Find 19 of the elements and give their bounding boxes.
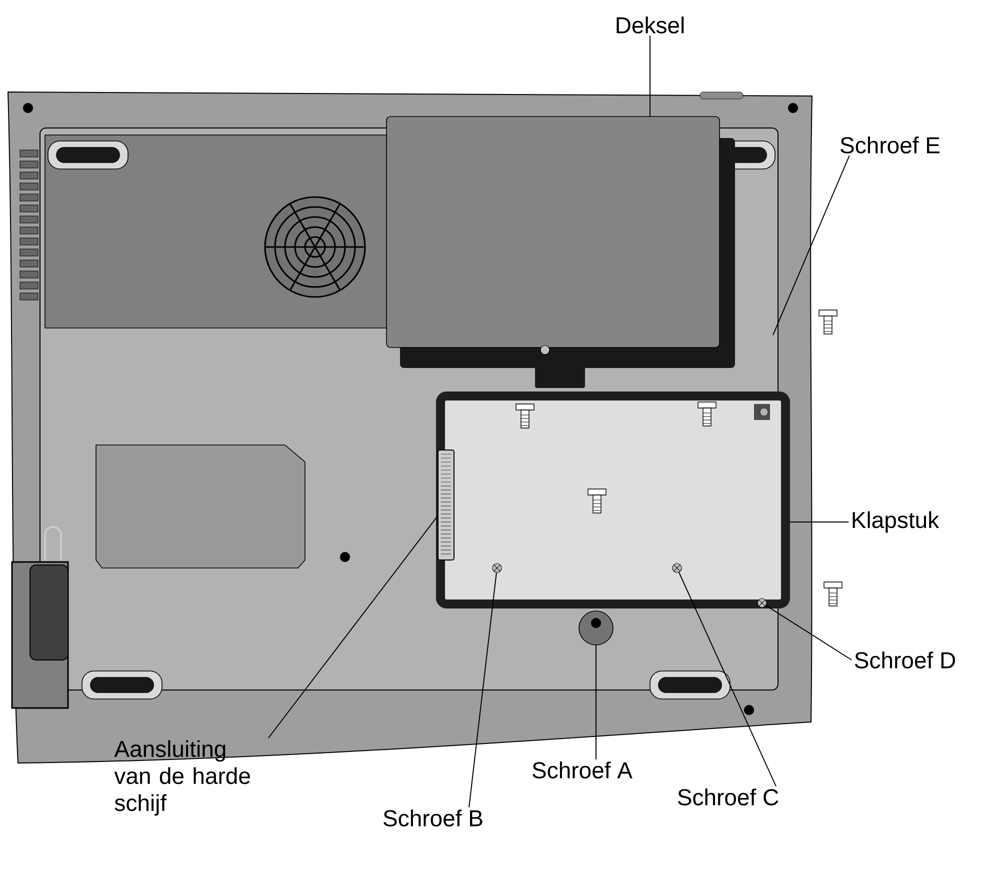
leader-line: [268, 516, 438, 738]
screw-head: [757, 598, 767, 608]
connector: [438, 450, 454, 560]
callout-label: Klapstuk: [852, 511, 940, 533]
hard-disk-cover: [436, 392, 790, 608]
callout-label: Schroef D: [854, 652, 956, 668]
callout-label: Aansluiting van de harde schijf: [114, 740, 250, 816]
cover-panel: [386, 116, 720, 348]
callout-label: Schroef C: [678, 788, 778, 806]
screw-head: [492, 563, 502, 573]
callout-label: Schroef A: [532, 762, 632, 778]
leader-line: [468, 572, 497, 808]
leader-line: [772, 155, 850, 336]
leader-line: [678, 572, 776, 787]
screw-head: [672, 563, 682, 573]
callout-label: Deksel: [616, 16, 684, 34]
screw-foot: [578, 610, 614, 646]
callout-label: Schroef B: [384, 810, 482, 826]
callout-label: Schroef E: [840, 136, 940, 154]
